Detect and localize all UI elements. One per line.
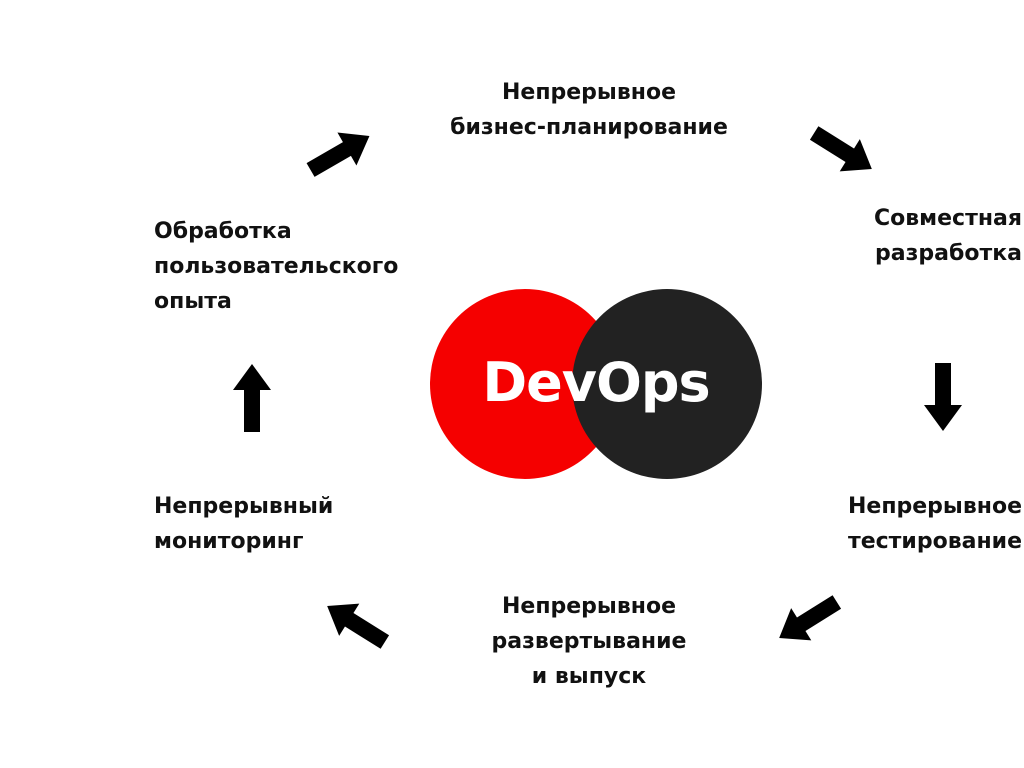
stage-planning-label: Непрерывное бизнес-планирование — [450, 80, 728, 140]
arrow-testing-to-deployment — [769, 585, 847, 655]
left-circle — [430, 289, 620, 479]
right-circle — [572, 289, 762, 479]
stage-deployment-label: Непрерывное развертывание и выпуск — [491, 594, 687, 689]
arrow-deployment-to-monitoring — [317, 589, 395, 659]
stage-development-label: Совместная разработка — [873, 206, 1022, 266]
devops-logo-text: DevOps — [482, 351, 710, 414]
arrow-monitoring-to-feedback — [233, 364, 271, 432]
stage-feedback-label: Обработка пользовательского опыта — [154, 219, 399, 314]
arrow-development-to-testing — [924, 363, 962, 431]
stage-testing-label: Непрерывное тестирование — [847, 494, 1022, 554]
arrow-feedback-to-planning — [301, 119, 379, 187]
arrow-planning-to-development — [804, 116, 882, 186]
stage-monitoring-label: Непрерывный мониторинг — [154, 494, 334, 554]
